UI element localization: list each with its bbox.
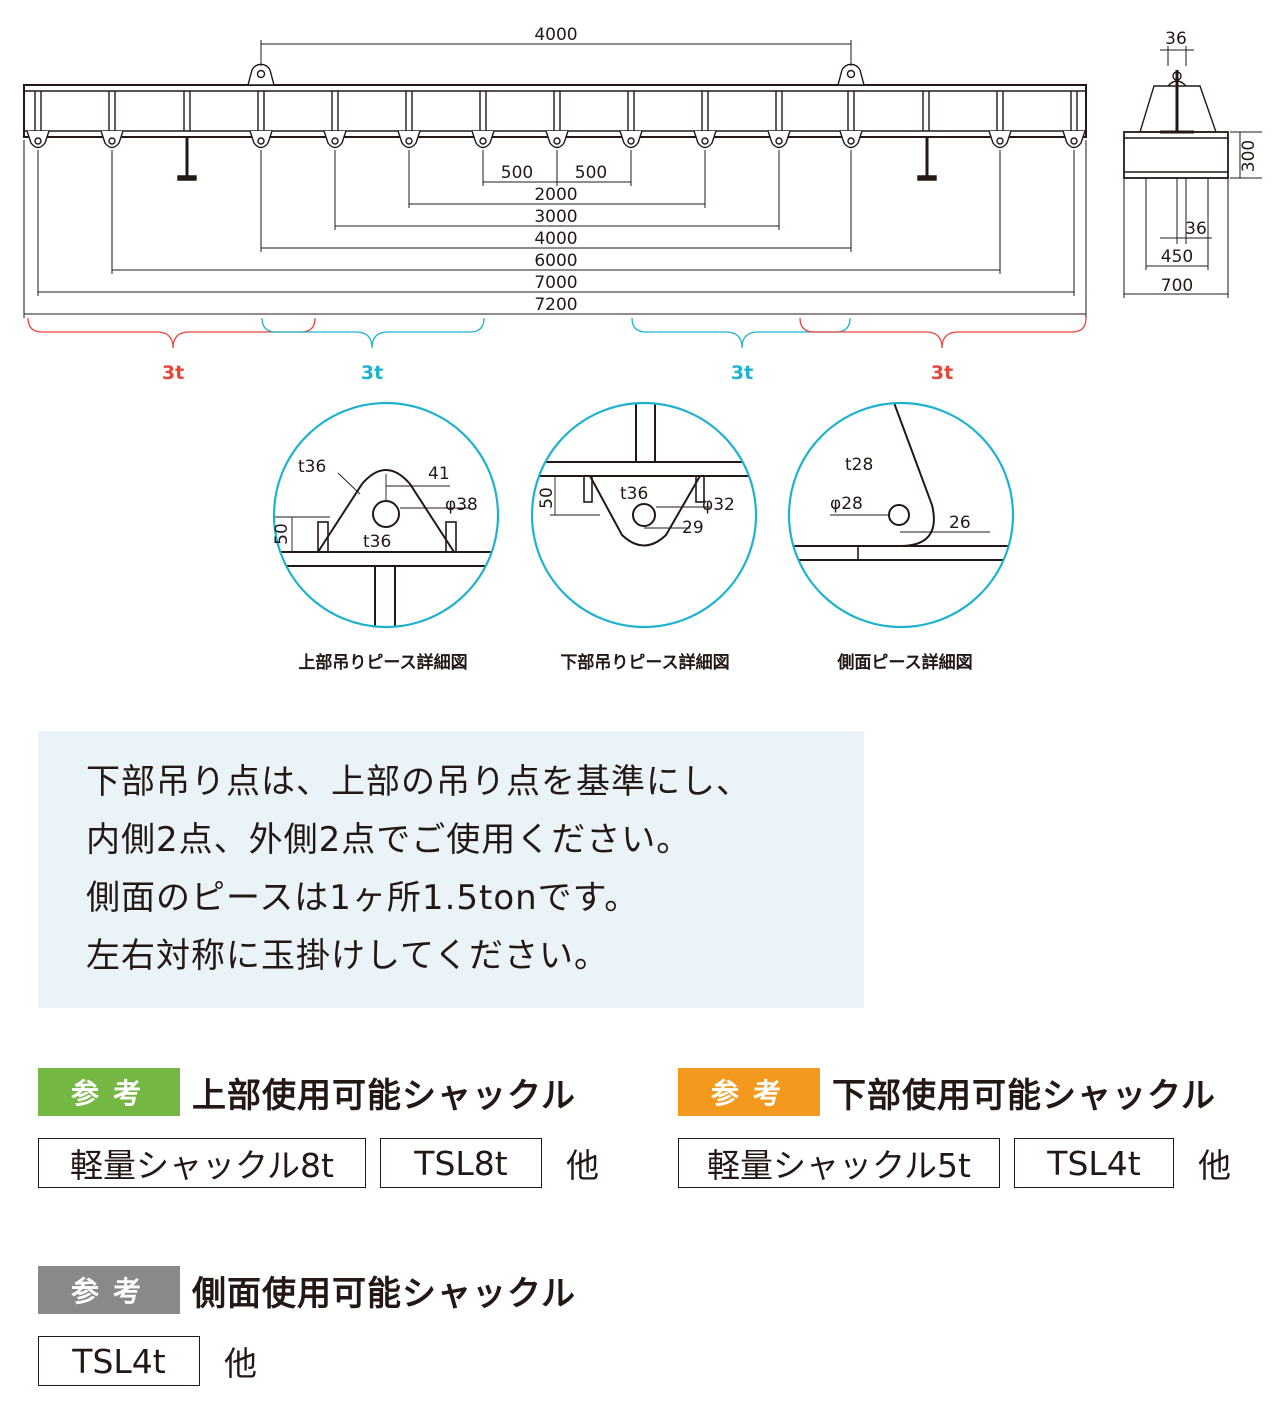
side-dim-mid: 450 [1161,247,1193,267]
reference-tag: 参考 [38,1068,180,1116]
usage-note: 下部吊り点は、上部の吊り点を基準にし、 内側2点、外側2点でご使用ください。 側… [38,731,864,1008]
shackle-item: 軽量シャックル8t [38,1138,366,1188]
lower-lug [545,130,569,149]
top-lug-left [247,63,275,86]
lower-label-29: 29 [682,518,704,538]
dimension-label: 7000 [534,273,577,293]
load-braces [27,317,1087,349]
reference-title: 上部使用可能シャックル [192,1075,576,1116]
beam-front-view [23,63,1087,181]
side-dim-inner: 36 [1185,219,1207,239]
reference-etc: 他 [566,1146,599,1185]
usage-note-line: 側面のピースは1ヶ所1.5tonです。 [86,878,640,918]
lower-label-50: 50 [537,487,557,509]
lower-lug [839,130,863,149]
caption-lower-piece: 下部吊りピース詳細図 [560,652,729,673]
usage-note-line: 下部吊り点は、上部の吊り点を基準にし、 [86,762,751,802]
reference-etc: 他 [1198,1146,1231,1185]
upper-label-t36-plate: t36 [363,532,391,552]
lower-lug [693,130,717,149]
shackle-item: TSL8t [380,1138,542,1188]
dimension-label: 7200 [534,295,577,315]
dimension-label: 2000 [534,185,577,205]
side-dim-width: 700 [1161,276,1193,296]
lower-lug [100,130,124,149]
reference-etc: 他 [224,1344,257,1383]
dimension-lines [23,40,1087,318]
dim-top-4000: 4000 [534,25,577,45]
shackle-item: TSL4t [38,1336,200,1386]
lower-lug [767,130,791,149]
reference-tag: 参考 [678,1068,820,1116]
side-dim-height: 300 [1239,140,1259,172]
side-label-phi28: φ28 [830,494,863,514]
reference-title: 下部使用可能シャックル [832,1075,1216,1116]
detail-lower-lifting-piece: 50 t36 φ32 29 下部吊りピース詳細図 [530,401,758,673]
side-dim-top: 36 [1165,29,1187,49]
lower-lug [619,130,643,149]
reference-side-shackles: 参考 側面使用可能シャックル TSL4t 他 [38,1266,576,1386]
upper-label-50: 50 [272,523,292,545]
detail-upper-lifting-piece: t36 41 φ38 50 t36 上部吊りピース詳細図 [272,401,500,673]
load-label-left-outer: 3t [162,362,184,384]
lower-label-phi32: φ32 [702,495,735,515]
load-label-right-outer: 3t [931,362,953,384]
lower-lug [397,130,421,149]
usage-note-line: 内側2点、外側2点でご使用ください。 [86,820,692,860]
caption-upper-piece: 上部吊りピース詳細図 [298,652,467,673]
dimension-label: 4000 [534,229,577,249]
side-label-26: 26 [949,513,971,533]
top-lug-right [837,63,865,86]
lower-lug [323,130,347,149]
upper-label-41: 41 [428,464,450,484]
lower-lug [471,130,495,149]
load-label-left-inner: 3t [361,362,383,384]
shackle-item: TSL4t [1014,1138,1174,1188]
reference-lower-shackles: 参考 下部使用可能シャックル 軽量シャックル5t TSL4t 他 [678,1068,1231,1188]
dimension-label: 500 [575,163,607,183]
load-label-right-inner: 3t [731,362,753,384]
reference-tag: 参考 [38,1266,180,1314]
shackle-item: 軽量シャックル5t [678,1138,1000,1188]
detail-side-piece: t28 φ28 26 側面ピース詳細図 [787,401,1015,673]
usage-note-line: 左右対称に玉掛けしてください。 [86,936,609,976]
lower-lug [26,130,50,149]
i-beam-left [177,137,197,181]
caption-side-piece: 側面ピース詳細図 [836,652,972,673]
dimension-label: 500 [501,163,533,183]
side-label-t28: t28 [845,455,873,475]
reference-title: 側面使用可能シャックル [192,1273,576,1314]
beam-side-view [1123,46,1262,298]
lower-label-t36: t36 [620,484,648,504]
usage-note-lines: 下部吊り点は、上部の吊り点を基準にし、 内側2点、外側2点でご使用ください。 側… [86,753,751,985]
upper-label-phi38: φ38 [445,495,478,515]
lower-lug [1062,130,1086,149]
lower-lug [249,130,273,149]
dimension-label: 6000 [534,251,577,271]
upper-label-t36: t36 [298,457,326,477]
dimension-label: 3000 [534,207,577,227]
lower-lug [988,130,1012,149]
i-beam-right [917,137,937,181]
reference-upper-shackles: 参考 上部使用可能シャックル 軽量シャックル8t TSL8t 他 [38,1068,599,1188]
